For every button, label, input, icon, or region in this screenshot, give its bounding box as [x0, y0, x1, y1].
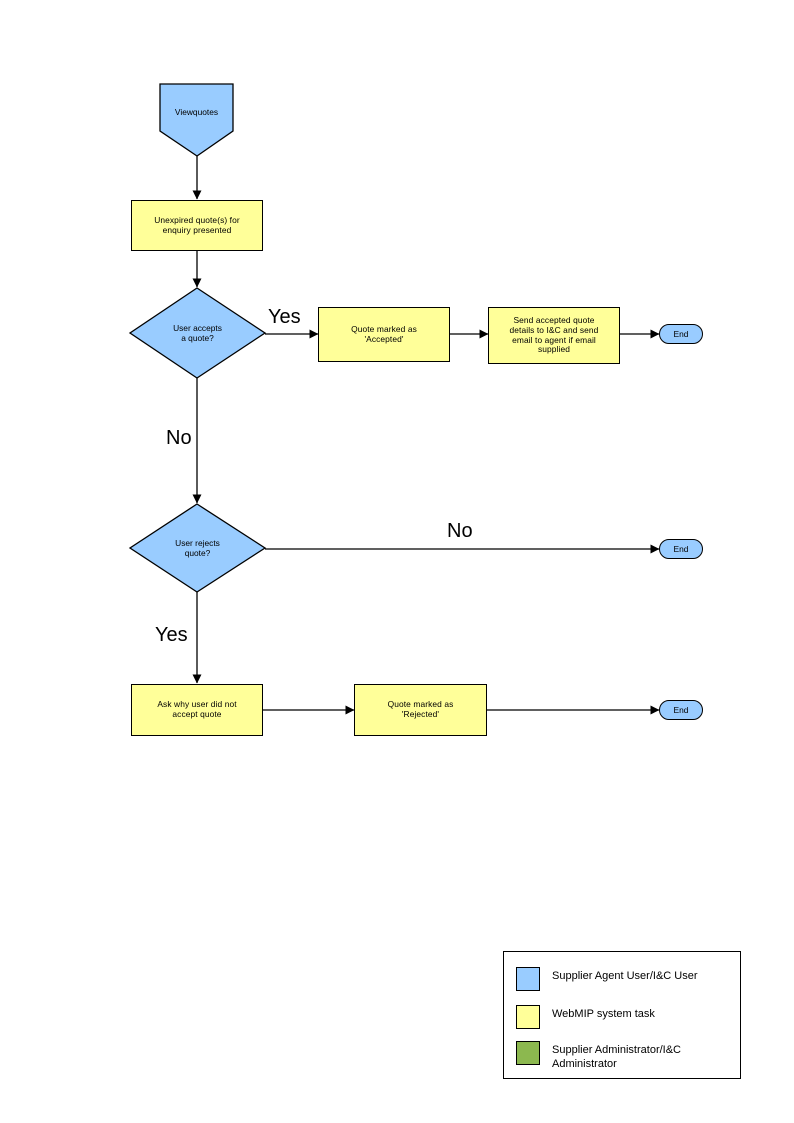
legend-swatch-yellow	[516, 1005, 540, 1029]
legend: Supplier Agent User/I&C User WebMIP syst…	[503, 951, 741, 1079]
legend-swatch-green	[516, 1041, 540, 1065]
node-send-accepted-details-label: Send accepted quote details to I&C and s…	[509, 314, 599, 355]
legend-label-webmip-task: WebMIP system task	[552, 1008, 655, 1020]
node-user-rejects-label: User rejects quote?	[175, 537, 220, 558]
node-start[interactable]: Viewquotes	[160, 84, 233, 156]
node-unexpired-quotes[interactable]: Unexpired quote(s) for enquiry presented	[131, 200, 263, 251]
node-rejects-shape	[128, 503, 267, 593]
node-accepts-shape	[128, 287, 267, 379]
node-user-accepts-label: User accepts a quote?	[173, 322, 222, 343]
node-end-no-reject[interactable]: End	[659, 539, 703, 559]
edge-label-accepts-yes: Yes	[268, 306, 301, 328]
legend-label-supplier-admin: Supplier Administrator/I&C Administrator	[552, 1044, 681, 1070]
legend-item-webmip-task: WebMIP system task	[516, 1005, 655, 1029]
legend-item-supplier-agent: Supplier Agent User/I&C User	[516, 967, 698, 991]
node-start-label: Viewquotes	[174, 107, 219, 118]
node-quote-marked-rejected-label: Quote marked as 'Rejected'	[387, 699, 454, 719]
edge-label-rejects-yes: Yes	[155, 624, 188, 646]
node-user-rejects-decision[interactable]: User rejects quote?	[130, 504, 265, 592]
legend-label-supplier-agent: Supplier Agent User/I&C User	[552, 970, 698, 982]
node-unexpired-quotes-label: Unexpired quote(s) for enquiry presented	[154, 214, 240, 235]
node-end-reject[interactable]: End	[659, 700, 703, 720]
node-send-accepted-details[interactable]: Send accepted quote details to I&C and s…	[488, 307, 620, 364]
node-end-reject-label: End	[673, 705, 689, 715]
node-start-shape	[159, 83, 234, 157]
node-end-no-reject-label: End	[673, 544, 689, 554]
node-quote-marked-accepted[interactable]: Quote marked as 'Accepted'	[318, 307, 450, 362]
node-end-accept-label: End	[673, 329, 689, 339]
node-ask-why[interactable]: Ask why user did not accept quote	[131, 684, 263, 736]
node-quote-marked-accepted-label: Quote marked as 'Accepted'	[351, 323, 417, 344]
node-user-accepts-decision[interactable]: User accepts a quote?	[130, 288, 265, 378]
node-ask-why-label: Ask why user did not accept quote	[157, 699, 237, 719]
node-end-accept[interactable]: End	[659, 324, 703, 344]
edge-label-accepts-no: No	[166, 427, 192, 449]
legend-item-supplier-admin: Supplier Administrator/I&C Administrator	[516, 1041, 681, 1072]
legend-swatch-blue	[516, 967, 540, 991]
node-quote-marked-rejected[interactable]: Quote marked as 'Rejected'	[354, 684, 487, 736]
edge-label-rejects-no: No	[447, 520, 473, 542]
